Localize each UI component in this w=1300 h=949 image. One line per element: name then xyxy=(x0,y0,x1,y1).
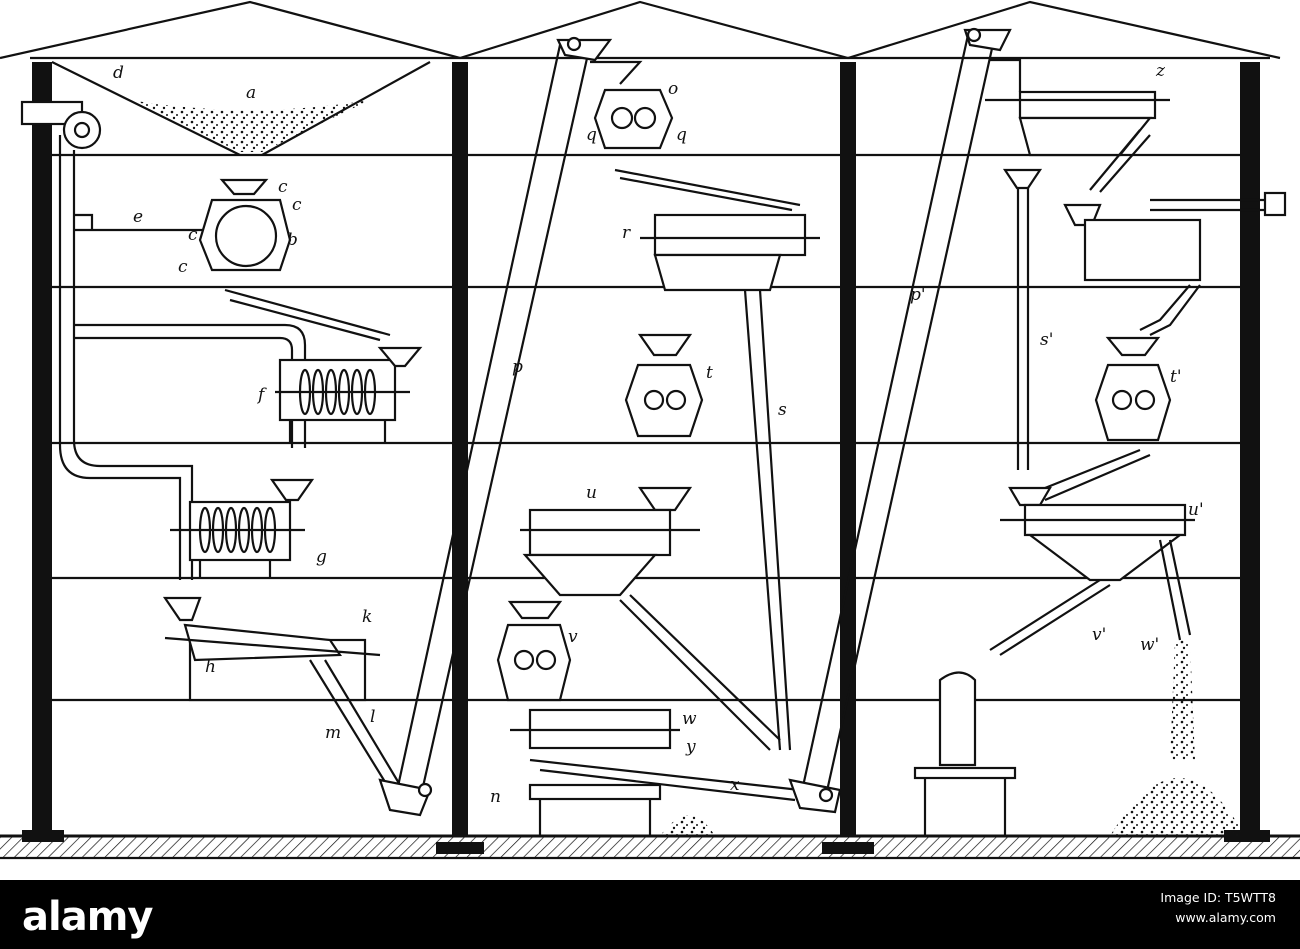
label-q2: q xyxy=(676,125,687,145)
label-t-prime: t' xyxy=(1170,367,1182,387)
elevator-p xyxy=(378,36,613,817)
machine-g xyxy=(170,478,315,578)
label-q1: q xyxy=(586,125,597,145)
machine-f xyxy=(275,346,423,443)
watermark-footer: alamy Image ID: T5WTT8 www.alamy.com xyxy=(0,880,1300,949)
hopper-a xyxy=(51,61,431,156)
label-y: y xyxy=(685,737,696,757)
flour-pile xyxy=(1110,640,1245,836)
machine-b xyxy=(198,178,391,342)
label-o: o xyxy=(668,79,678,99)
label-a: a xyxy=(246,83,256,103)
label-u-prime: u' xyxy=(1188,500,1204,520)
machine-v xyxy=(496,600,572,702)
label-g: g xyxy=(316,547,327,567)
machine-w-y xyxy=(510,708,801,836)
image-id-text: Image ID: T5WTT8 xyxy=(1160,890,1276,905)
machine-right-upper xyxy=(1063,191,1287,336)
machine-h-k xyxy=(162,596,401,791)
machine-t xyxy=(624,333,704,438)
ground xyxy=(0,834,1300,860)
label-r: r xyxy=(622,223,631,243)
diagram-labels: a b c c c c d e f g h k l m n o p q q r … xyxy=(113,61,1204,807)
label-c2: c xyxy=(292,195,302,215)
website-text: www.alamy.com xyxy=(1175,910,1276,925)
label-c4: c xyxy=(178,257,188,277)
label-p-prime: p' xyxy=(910,285,926,305)
label-n: n xyxy=(490,787,501,807)
mill-diagram: a b c c c c d e f g h k l m n o p q q r … xyxy=(0,0,1300,860)
label-s: s xyxy=(778,400,787,420)
pneumatic-pipe xyxy=(20,100,307,580)
label-m: m xyxy=(325,723,341,743)
label-p: p xyxy=(512,357,523,377)
label-v: v xyxy=(568,627,578,647)
bag-on-stand xyxy=(913,671,1017,836)
label-c1: c xyxy=(278,177,288,197)
label-f: f xyxy=(256,385,267,405)
label-l: l xyxy=(370,707,375,727)
label-d: d xyxy=(113,63,124,83)
machine-t-prime xyxy=(1039,336,1172,502)
label-h: h xyxy=(205,657,216,677)
brand-logo: alamy xyxy=(22,894,153,940)
label-x: x xyxy=(730,775,740,795)
machine-r xyxy=(640,213,820,751)
machine-o xyxy=(590,60,801,212)
machine-u-prime xyxy=(989,486,1195,656)
machine-z xyxy=(985,58,1170,470)
label-s-prime: s' xyxy=(1040,330,1053,350)
label-c3: c xyxy=(188,225,198,245)
mill-diagram-svg: a b c c c c d e f g h k l m n o p q q r … xyxy=(0,0,1300,860)
machine-u xyxy=(520,486,781,751)
label-v-prime: v' xyxy=(1092,625,1106,645)
label-k: k xyxy=(362,607,372,627)
label-w: w xyxy=(682,709,697,729)
label-t: t xyxy=(706,363,713,383)
label-w-prime: w' xyxy=(1140,635,1159,655)
elevator-p-prime xyxy=(788,27,1012,814)
roof xyxy=(0,0,1281,60)
small-pile xyxy=(660,815,715,836)
label-z: z xyxy=(1155,61,1166,81)
label-b: b xyxy=(287,230,298,250)
label-e: e xyxy=(133,207,143,227)
label-u: u xyxy=(586,483,597,503)
